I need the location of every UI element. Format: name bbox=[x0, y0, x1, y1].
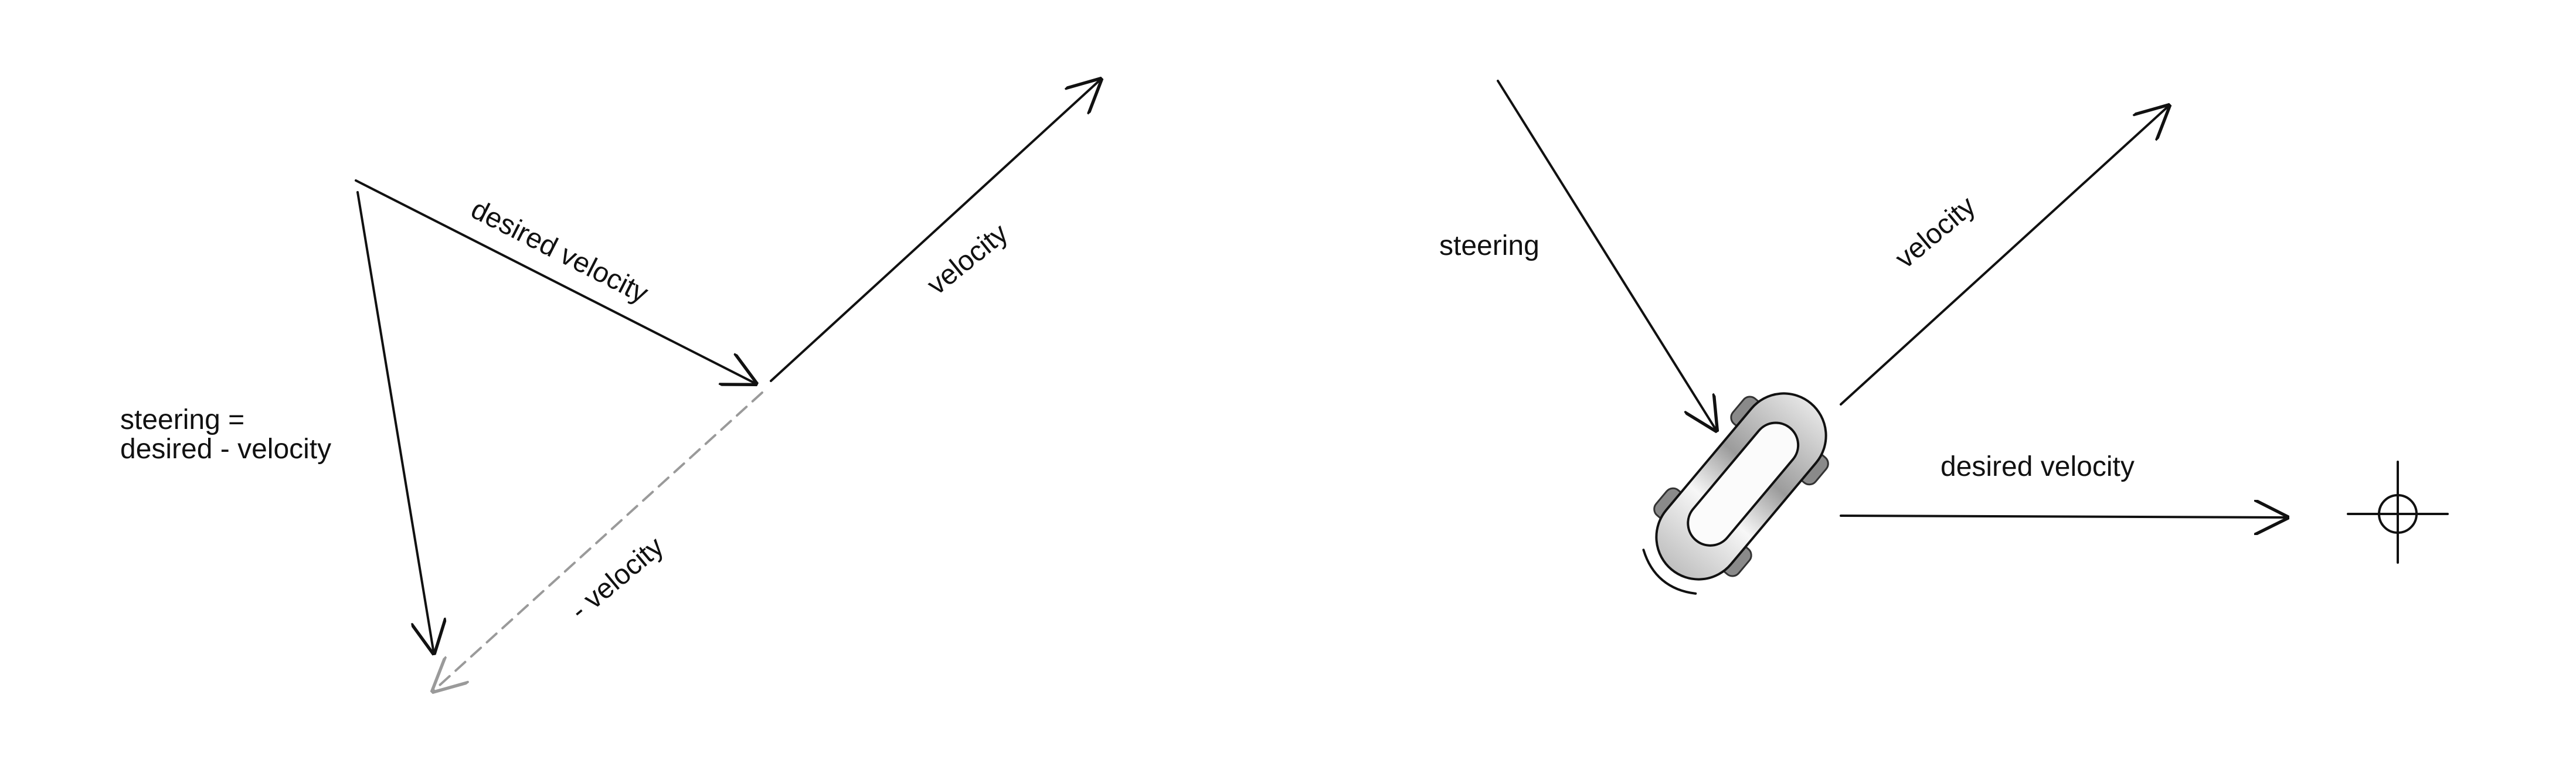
left-vector-diagram: desired velocity velocity steering = des… bbox=[120, 79, 1101, 692]
steering-arrow bbox=[356, 191, 434, 653]
steering-formula-label-line1: steering = bbox=[120, 404, 244, 435]
vehicle-desired-velocity-label: desired velocity bbox=[1941, 451, 2135, 482]
vehicle-velocity-label: velocity bbox=[1889, 190, 1982, 274]
negative-velocity-arrow bbox=[433, 391, 763, 692]
car-top-view-icon bbox=[1642, 392, 1829, 595]
desired-velocity-arrow bbox=[355, 179, 756, 384]
car-bumper bbox=[1642, 549, 1697, 595]
car-cabin bbox=[1687, 421, 1800, 547]
vehicle-desired-velocity-arrow bbox=[1840, 516, 2288, 517]
crosshair-target-icon bbox=[2347, 461, 2449, 564]
vehicle-steering-label: steering bbox=[1439, 230, 1540, 261]
velocity-arrow bbox=[770, 79, 1101, 382]
negative-velocity-label: - velocity bbox=[565, 531, 670, 626]
vehicle-velocity-arrow bbox=[1840, 105, 2169, 406]
right-vehicle-diagram: steering velocity desired velocity bbox=[1439, 80, 2449, 595]
vehicle-steering-arrow bbox=[1497, 80, 1717, 431]
steering-formula-label-line2: desired - velocity bbox=[120, 434, 331, 465]
